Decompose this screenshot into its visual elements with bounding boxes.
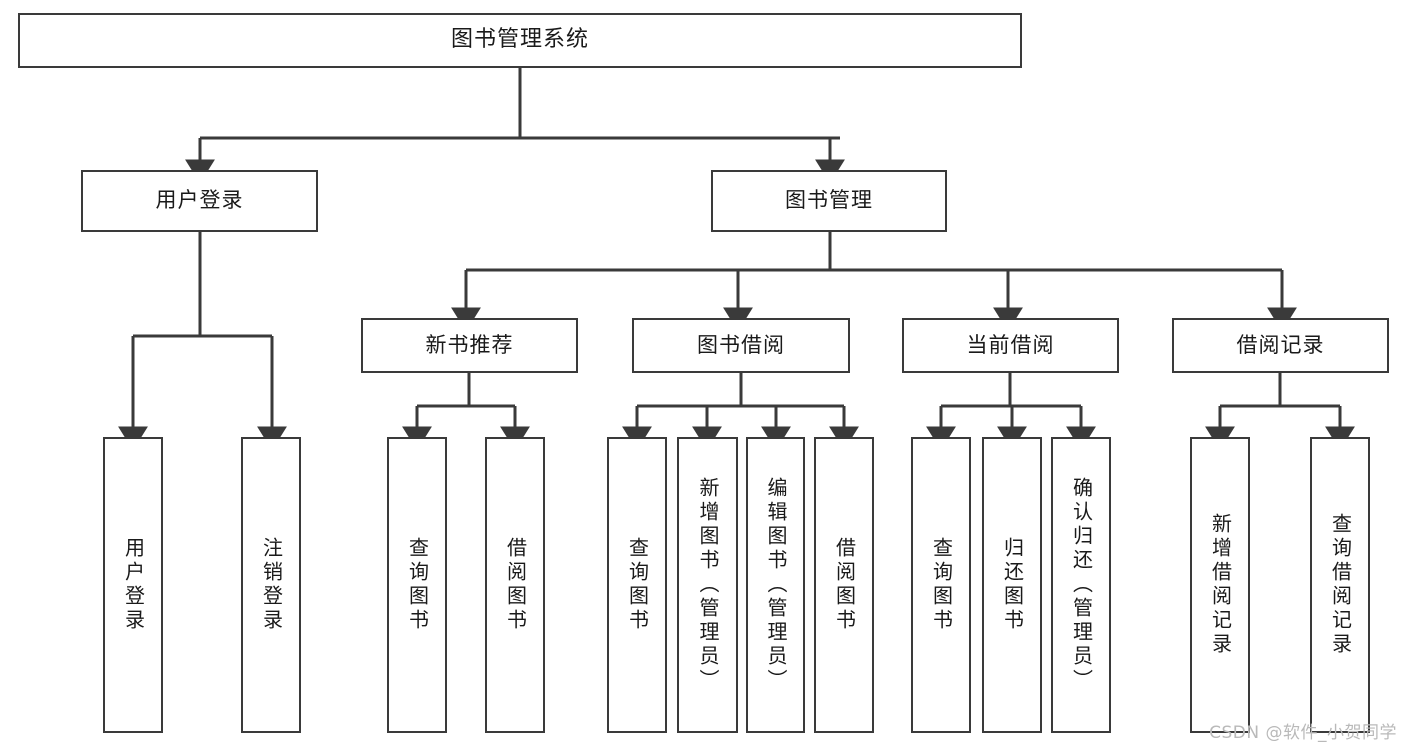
leaf-node[interactable]: 归还图书	[982, 437, 1042, 733]
leaf-node-label: 查询图书	[405, 537, 430, 633]
leaf-node[interactable]: 查询图书	[387, 437, 447, 733]
leaf-node[interactable]: 借阅图书	[814, 437, 874, 733]
csdn-watermark: CSDN @软件_小贺同学	[1209, 723, 1397, 743]
node-root-label: 图书管理系统	[450, 27, 589, 53]
node-book-management[interactable]: 图书管理	[711, 170, 947, 232]
node-book-borrow-label: 图书借阅	[697, 332, 785, 357]
leaf-node-label: 查询图书	[929, 537, 954, 633]
leaf-node-label: 新增图书（管理员）	[696, 477, 720, 693]
node-new-book-recommend[interactable]: 新书推荐	[361, 318, 578, 373]
node-book-management-label: 图书管理	[785, 188, 873, 213]
leaf-node-label: 编辑图书（管理员）	[764, 477, 788, 693]
node-book-borrow[interactable]: 图书借阅	[632, 318, 850, 373]
leaf-node-label: 确认归还（管理员）	[1069, 477, 1094, 693]
leaf-node-label: 注销登录	[259, 537, 284, 633]
leaf-node[interactable]: 用户登录	[103, 437, 163, 733]
leaf-node[interactable]: 新增借阅记录	[1190, 437, 1250, 733]
leaf-node-label: 新增借阅记录	[1208, 513, 1233, 657]
leaf-node[interactable]: 查询借阅记录	[1310, 437, 1370, 733]
leaf-node[interactable]: 借阅图书	[485, 437, 545, 733]
node-current-borrow[interactable]: 当前借阅	[902, 318, 1119, 373]
node-user-login-label: 用户登录	[155, 188, 244, 213]
leaf-node-label: 用户登录	[121, 537, 146, 633]
node-new-book-recommend-label: 新书推荐	[425, 332, 514, 357]
leaf-node[interactable]: 编辑图书（管理员）	[746, 437, 805, 733]
node-current-borrow-label: 当前借阅	[966, 332, 1055, 357]
leaf-node-label: 借阅图书	[832, 537, 857, 633]
leaf-node[interactable]: 查询图书	[911, 437, 971, 733]
leaf-node-label: 借阅图书	[503, 537, 528, 633]
node-borrow-records-label: 借阅记录	[1236, 332, 1325, 357]
leaf-node-label: 查询借阅记录	[1328, 513, 1353, 657]
node-root-system[interactable]: 图书管理系统	[18, 13, 1022, 68]
leaf-node[interactable]: 确认归还（管理员）	[1051, 437, 1111, 733]
leaf-node-label: 归还图书	[1000, 537, 1025, 633]
leaf-node[interactable]: 查询图书	[607, 437, 667, 733]
leaf-node-label: 查询图书	[625, 537, 650, 633]
node-user-login[interactable]: 用户登录	[81, 170, 318, 232]
leaf-node[interactable]: 注销登录	[241, 437, 301, 733]
node-borrow-records[interactable]: 借阅记录	[1172, 318, 1389, 373]
leaf-node[interactable]: 新增图书（管理员）	[677, 437, 738, 733]
